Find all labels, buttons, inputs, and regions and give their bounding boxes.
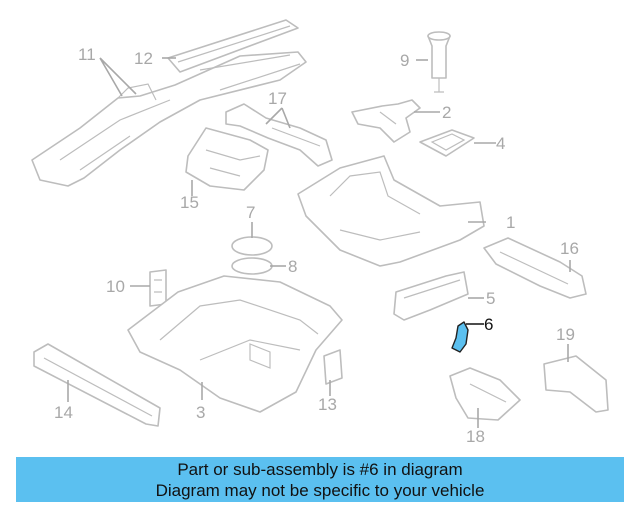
callout-6: 6 bbox=[484, 315, 493, 334]
part-10-bracket bbox=[149, 269, 167, 307]
part-11-frame-rail bbox=[31, 51, 307, 187]
callout-5: 5 bbox=[486, 289, 495, 308]
callout-11: 11 bbox=[78, 45, 96, 64]
callout-4: 4 bbox=[496, 134, 505, 153]
callout-2: 2 bbox=[442, 103, 451, 122]
part-18-guard bbox=[449, 367, 521, 421]
part-4-plate bbox=[419, 129, 475, 157]
callout-12: 12 bbox=[134, 49, 153, 68]
leader-lines bbox=[67, 57, 571, 428]
callout-19: 19 bbox=[556, 325, 575, 344]
callout-9: 9 bbox=[400, 51, 409, 70]
caption-banner: Part or sub-assembly is #6 in diagram Di… bbox=[16, 457, 624, 502]
part-3-front-floor bbox=[127, 275, 343, 413]
callout-16: 16 bbox=[560, 239, 579, 258]
part-17-crossmember bbox=[225, 103, 333, 167]
callout-3: 3 bbox=[196, 403, 205, 422]
callout-13: 13 bbox=[318, 395, 337, 414]
part-15-support bbox=[185, 127, 269, 191]
part-6-highlighted-bracket[interactable] bbox=[451, 321, 469, 353]
callout-8: 8 bbox=[288, 257, 297, 276]
callout-17: 17 bbox=[268, 89, 287, 108]
part-12-rail-strip bbox=[167, 19, 299, 73]
part-1-rear-floor-pan bbox=[297, 155, 485, 267]
callout-15: 15 bbox=[180, 193, 199, 212]
callout-10: 10 bbox=[106, 277, 125, 296]
part-5-crossmember bbox=[393, 271, 469, 321]
callout-18: 18 bbox=[466, 427, 485, 446]
parts-diagram: 11 12 9 2 4 17 15 1 16 7 8 10 3 13 14 5 … bbox=[31, 19, 609, 446]
caption-line-1: Part or sub-assembly is #6 in diagram bbox=[177, 460, 463, 479]
part-19-panel bbox=[543, 355, 609, 413]
part-7-8-plug bbox=[231, 236, 273, 275]
callout-14: 14 bbox=[54, 403, 73, 422]
part-13-bracket bbox=[323, 349, 343, 385]
part-2-bracket bbox=[351, 99, 421, 143]
part-14-sill bbox=[33, 343, 161, 427]
part-9-jack bbox=[427, 31, 451, 93]
part-16-rear-member bbox=[483, 237, 587, 299]
callout-1: 1 bbox=[506, 213, 515, 232]
caption-line-2: Diagram may not be specific to your vehi… bbox=[155, 481, 485, 500]
callout-7: 7 bbox=[246, 203, 255, 222]
callout-labels: 11 12 9 2 4 17 15 1 16 7 8 10 3 13 14 5 … bbox=[54, 45, 579, 446]
